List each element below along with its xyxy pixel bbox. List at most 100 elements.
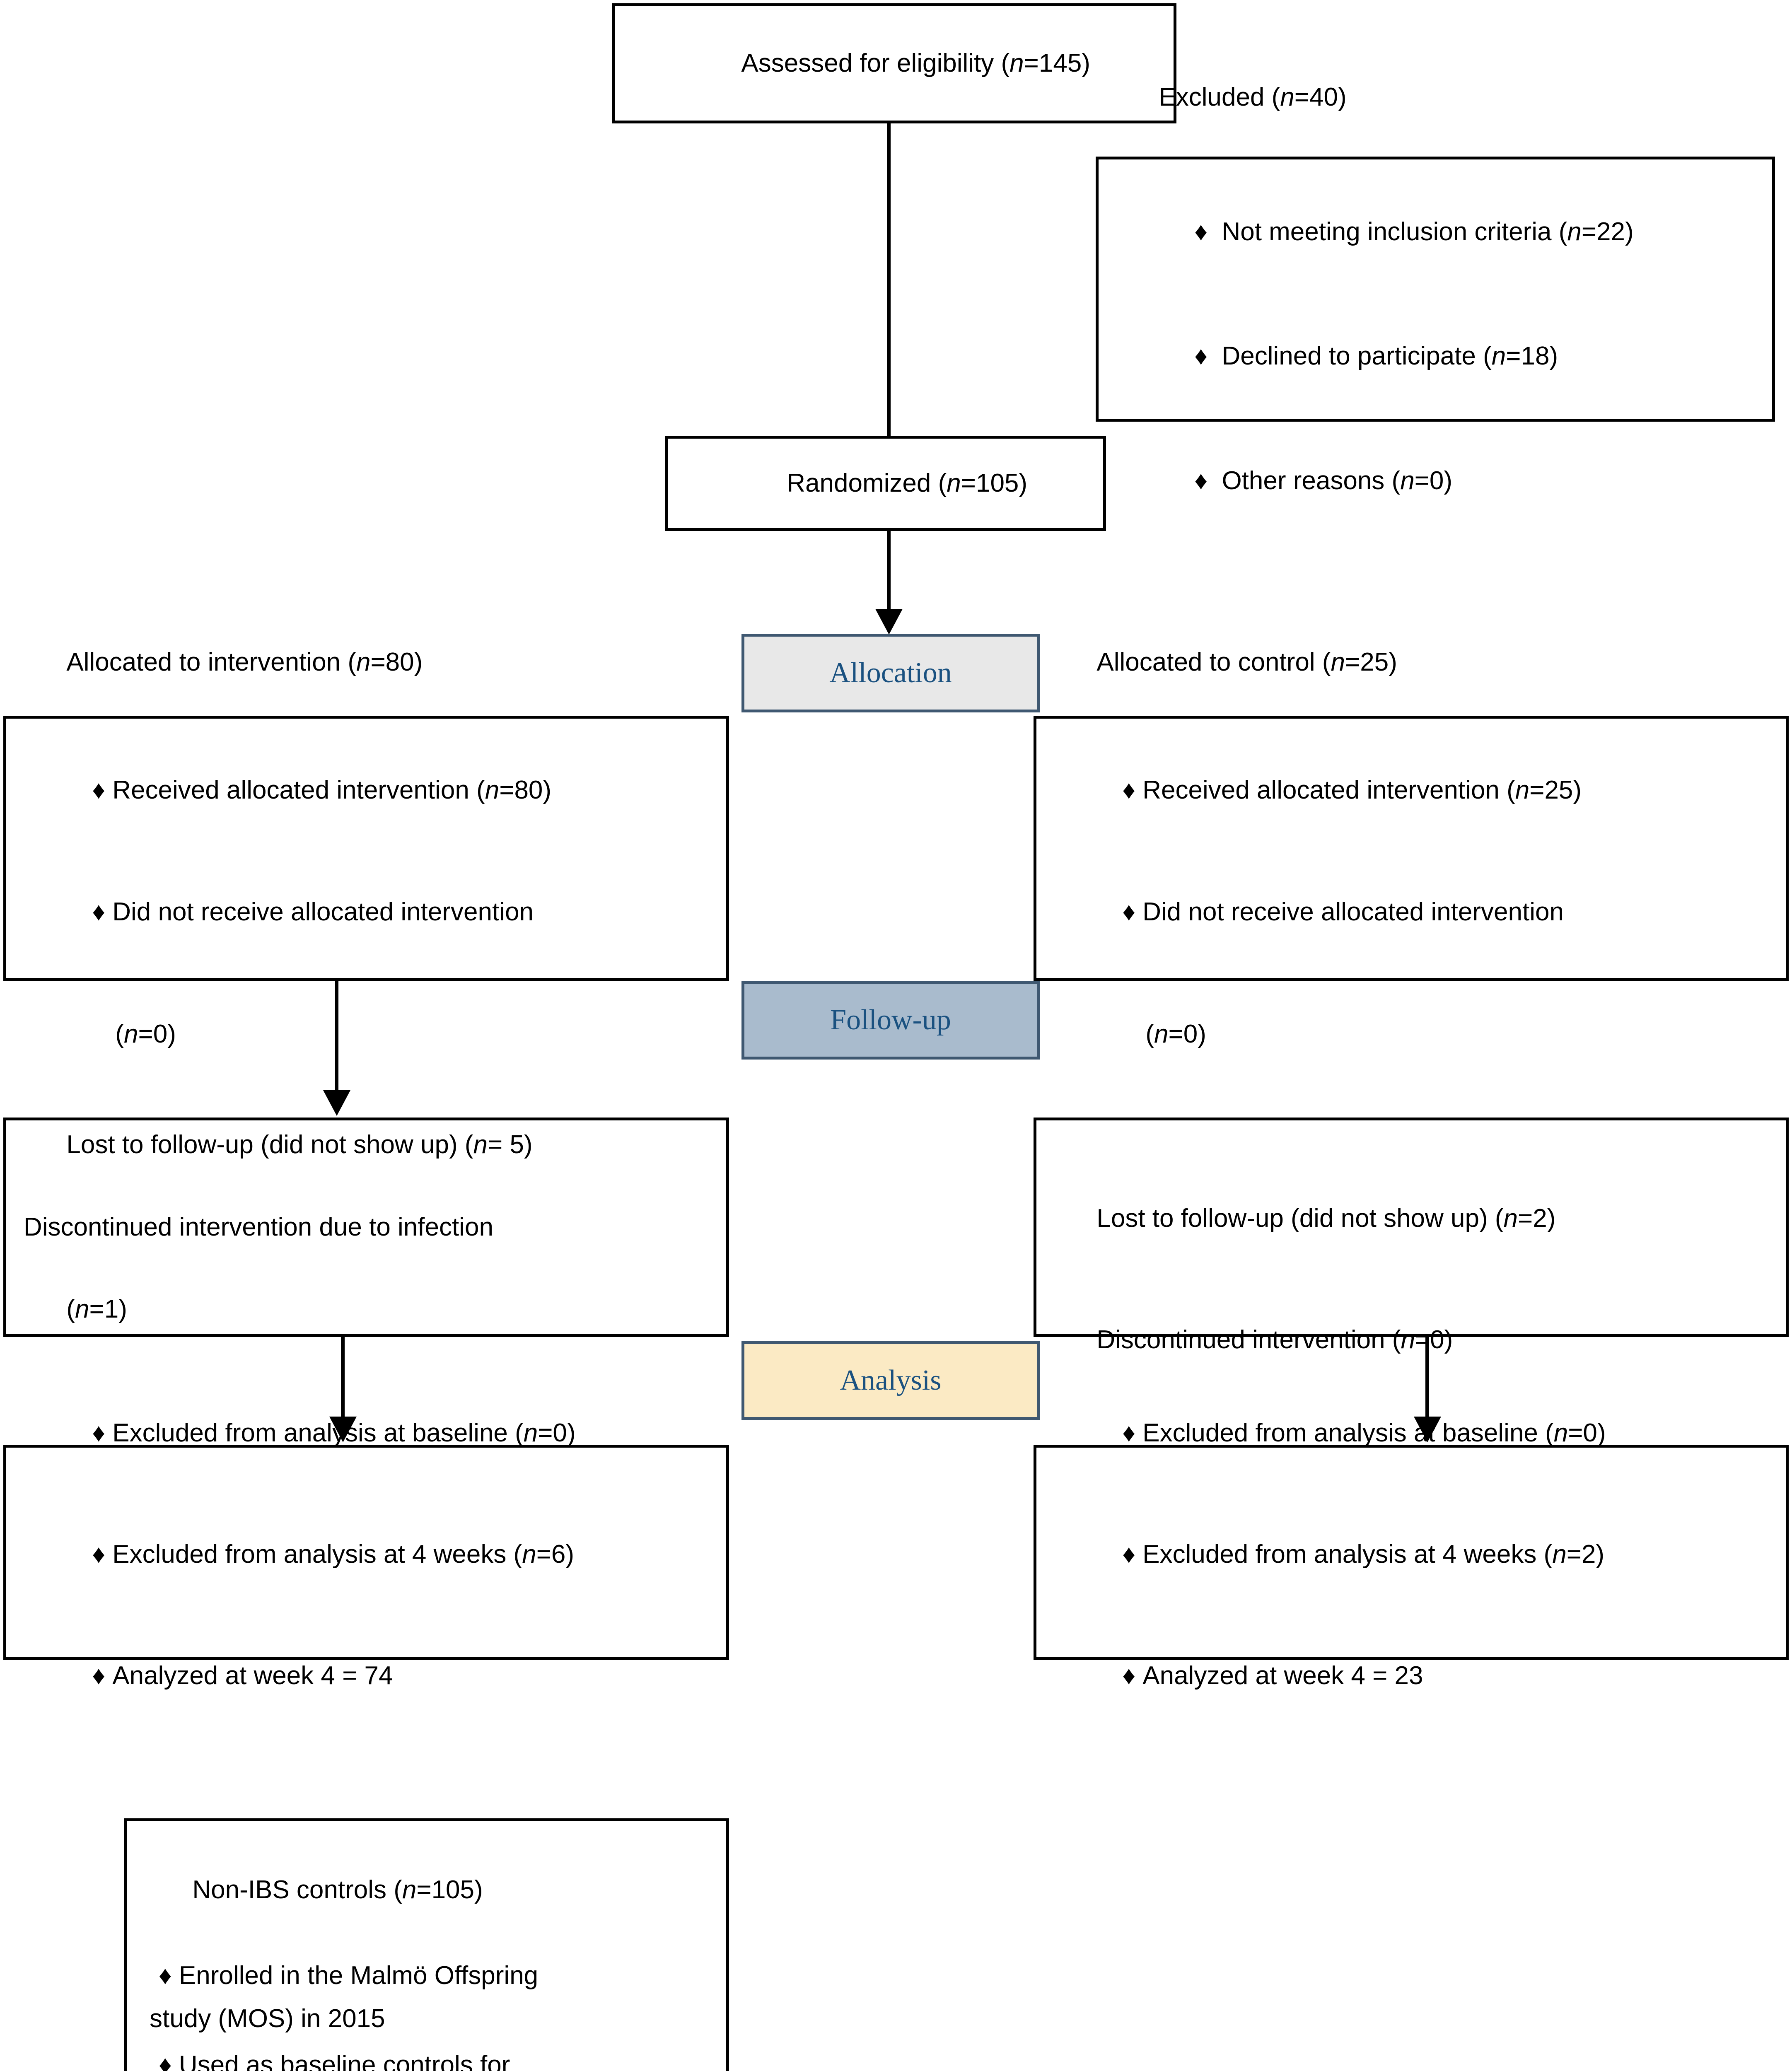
followup-right-line2-post: =0) <box>1415 1325 1453 1354</box>
box-allocated-intervention: Allocated to intervention (n=80) ♦ Recei… <box>3 648 729 1048</box>
analysis-left-item-n: n <box>522 1540 536 1569</box>
excluded-item-post: =22) <box>1581 217 1634 246</box>
excluded-item-n: n <box>1567 217 1582 246</box>
stage-label-analysis-text: Analysis <box>840 1364 942 1396</box>
allocation-left-heading-post: =80) <box>370 647 423 676</box>
excluded-item-post: =0) <box>1414 466 1453 495</box>
allocation-right-heading: Allocated to control (n=25) <box>1054 604 1768 721</box>
allocation-left-heading: Allocated to intervention (n=80) <box>24 604 709 721</box>
allocation-left-heading-n: n <box>356 647 371 676</box>
analysis-right-item-n: n <box>1552 1540 1567 1569</box>
followup-right-line-1: Lost to follow-up (did not show up) (n=2… <box>1054 1160 1768 1277</box>
non-ibs-heading-n: n <box>402 1875 417 1904</box>
stage-label-followup: Follow-up <box>741 981 1040 1060</box>
allocation-right-item-post: =25) <box>1529 775 1582 804</box>
followup-left-line3-n: n <box>75 1295 89 1324</box>
stage-label-allocation-text: Allocation <box>829 657 952 689</box>
analysis-right-item-text: Excluded from analysis at 4 weeks ( <box>1142 1540 1553 1569</box>
allocation-right-heading-post: =25) <box>1345 647 1397 676</box>
followup-left-line1-post: = 5) <box>488 1130 533 1159</box>
analysis-right-item-text: Analyzed at week 4 = 23 <box>1142 1661 1423 1690</box>
excluded-heading-n: n <box>1280 82 1294 111</box>
non-ibs-heading: Non-IBS controls (n=105) <box>150 1832 704 1949</box>
randomized-text-post: =105) <box>961 468 1028 497</box>
box-excluded: Excluded (n=40) ♦ Not meeting inclusion … <box>1096 83 1775 495</box>
followup-left-line-3: (n=1) <box>24 1251 709 1368</box>
analysis-right-item: ♦ Analyzed at week 4 = 23 <box>1054 1617 1768 1734</box>
followup-left-line-1: Lost to follow-up (did not show up) (n= … <box>24 1086 709 1204</box>
allocation-right-trailing-pre: ( <box>1145 1019 1154 1048</box>
analysis-left-item-text: Excluded from analysis at baseline ( <box>112 1419 524 1448</box>
allocation-right-item-n: n <box>1515 775 1530 804</box>
allocation-left-item-post: =80) <box>499 775 552 804</box>
diamond-bullet-icon: ♦ <box>92 1419 105 1448</box>
stage-label-allocation: Allocation <box>741 634 1040 712</box>
excluded-item: ♦ Declined to participate (n=18) <box>1116 298 1755 415</box>
excluded-item-n: n <box>1491 342 1506 371</box>
excluded-item-n: n <box>1400 466 1415 495</box>
diamond-bullet-icon: ♦ <box>92 775 105 804</box>
followup-left-line1-n: n <box>473 1130 488 1159</box>
allocation-right-item: ♦ Did not receive allocated intervention <box>1054 854 1768 971</box>
excluded-item: ♦ Not meeting inclusion criteria (n=22) <box>1116 173 1755 290</box>
diamond-bullet-icon: ♦ <box>92 1540 105 1569</box>
followup-left-line3-post: =1) <box>89 1295 127 1324</box>
followup-left-line1-pre: Lost to follow-up (did not show up) ( <box>66 1130 473 1159</box>
excluded-heading: Excluded (n=40) <box>1116 39 1755 156</box>
diamond-bullet-icon: ♦ <box>92 898 105 927</box>
connector-left-allocation-to-followup <box>335 981 338 1093</box>
randomized-text: Randomized (n=105) <box>744 425 1027 542</box>
allocation-left-heading-pre: Allocated to intervention ( <box>66 647 356 676</box>
box-followup-control: Lost to follow-up (did not show up) (n=2… <box>1034 1118 1789 1354</box>
analysis-right-item-post: =0) <box>1568 1419 1606 1448</box>
allocation-left-trailing-n: n <box>124 1019 138 1048</box>
eligibility-text: Assessed for eligibility (n=145) <box>698 5 1090 122</box>
diamond-bullet-icon: ♦ <box>1194 466 1208 495</box>
allocation-left-item: ♦ Received allocated intervention (n=80) <box>24 731 709 849</box>
excluded-item-text: Not meeting inclusion criteria ( <box>1222 217 1567 246</box>
analysis-left-item-post: =6) <box>536 1540 575 1569</box>
box-non-ibs-controls: Non-IBS controls (n=105) ♦ Enrolled in t… <box>124 1818 729 2071</box>
analysis-left-item-text: Analyzed at week 4 = 74 <box>112 1661 393 1690</box>
analysis-left-item-post: =0) <box>538 1419 576 1448</box>
allocation-left-trailing-post: =0) <box>138 1019 176 1048</box>
diamond-bullet-icon: ♦ <box>1122 1540 1135 1569</box>
analysis-left-item: ♦ Excluded from analysis at baseline (n=… <box>24 1375 709 1492</box>
excluded-heading-pre: Excluded ( <box>1159 82 1280 111</box>
non-ibs-heading-post: =105) <box>416 1875 483 1904</box>
followup-right-line1-n: n <box>1503 1204 1518 1233</box>
allocation-left-item-text: Received allocated intervention ( <box>112 775 485 804</box>
analysis-left-item: ♦ Excluded from analysis at 4 weeks (n=6… <box>24 1496 709 1613</box>
box-assessed-for-eligibility: Assessed for eligibility (n=145) <box>612 3 1176 123</box>
arrowhead-icon <box>329 1417 357 1442</box>
connector-randomized-to-allocation <box>887 531 891 614</box>
followup-right-line1-pre: Lost to follow-up (did not show up) ( <box>1096 1204 1504 1233</box>
allocation-left-trailing: (n=0) <box>72 976 709 1093</box>
allocation-right-trailing-n: n <box>1154 1019 1169 1048</box>
randomized-text-n: n <box>947 468 961 497</box>
analysis-left-item-text: Excluded from analysis at 4 weeks ( <box>112 1540 522 1569</box>
box-analysis-intervention: ♦ Excluded from analysis at baseline (n=… <box>3 1419 729 1690</box>
followup-right-line2-pre: Discontinued intervention ( <box>1096 1325 1401 1354</box>
diamond-bullet-icon: ♦ <box>1122 898 1135 927</box>
non-ibs-heading-pre: Non-IBS controls ( <box>192 1875 402 1904</box>
analysis-right-item-n: n <box>1553 1419 1568 1448</box>
allocation-left-item-n: n <box>485 775 500 804</box>
diamond-bullet-icon: ♦ <box>1122 775 1135 804</box>
followup-right-line1-post: =2) <box>1518 1204 1556 1233</box>
box-followup-intervention: Lost to follow-up (did not show up) (n= … <box>3 1118 729 1337</box>
connector-left-followup-to-analysis <box>341 1337 345 1420</box>
analysis-left-item: ♦ Analyzed at week 4 = 74 <box>24 1617 709 1734</box>
box-randomized: Randomized (n=105) <box>665 436 1106 531</box>
analysis-right-item-text: Excluded from analysis at baseline ( <box>1142 1419 1554 1448</box>
allocation-right-item-text: Did not receive allocated intervention <box>1142 898 1564 927</box>
eligibility-text-n: n <box>1010 48 1024 77</box>
diamond-bullet-icon: ♦ <box>1122 1661 1135 1690</box>
excluded-item-post: =18) <box>1506 342 1558 371</box>
followup-right-line-2: Discontinued intervention (n=0) <box>1054 1282 1768 1399</box>
randomized-text-pre: Randomized ( <box>787 468 947 497</box>
allocation-left-item: ♦ Did not receive allocated intervention <box>24 854 709 971</box>
eligibility-text-pre: Assessed for eligibility ( <box>741 48 1010 77</box>
analysis-right-item: ♦ Excluded from analysis at baseline (n=… <box>1054 1375 1768 1492</box>
